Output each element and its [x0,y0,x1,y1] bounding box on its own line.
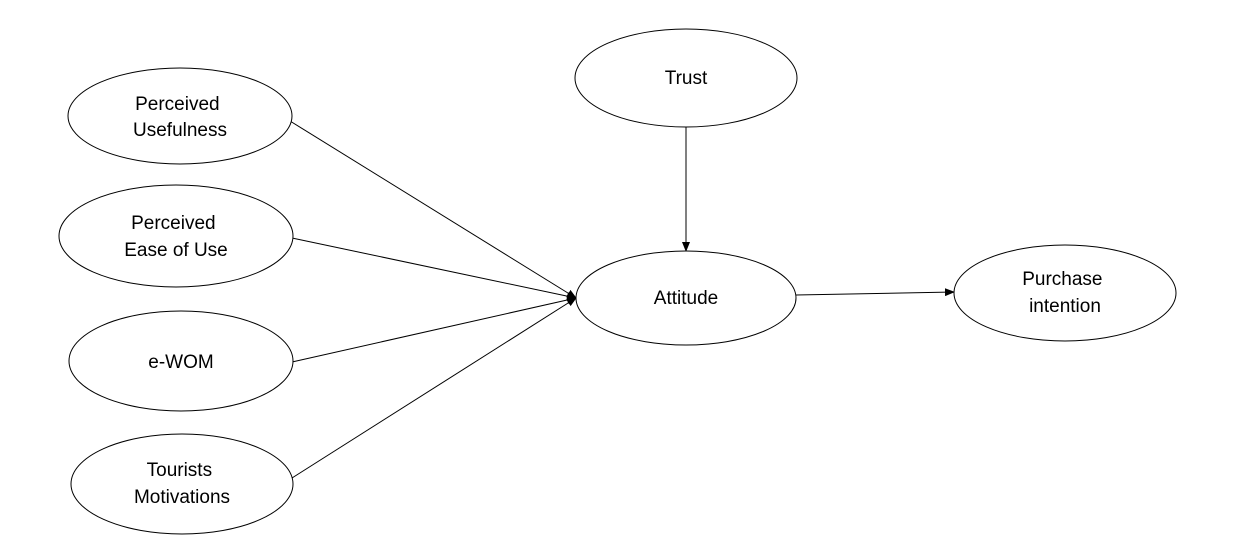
svg-text:Tourists Motivations: Tourists Motivations [134,460,230,508]
node-ewom-line-1: e-WOM [148,352,213,373]
edge-tourists-motivations-to-attitude [291,297,577,479]
node-perceived-ease-of-use-line-2: Ease of Use [124,240,228,261]
node-tourists-motivations-ellipse [70,433,294,535]
node-perceived-ease-of-use: Perceived Ease of Use [58,184,294,288]
node-perceived-usefulness-ellipse [67,67,293,165]
node-attitude: Attitude [575,250,797,346]
node-perceived-usefulness: Perceived Usefulness [67,67,293,165]
edge-perceived-ease-of-use-to-attitude [291,237,577,301]
node-perceived-ease-of-use-line-1: Perceived [131,213,216,234]
svg-text:Perceived Ease of Use: Perceived Ease of Use [124,213,228,261]
node-purchase-intention-line-2: intention [1029,296,1101,317]
node-attitude-line-1: Attitude [654,288,718,309]
node-perceived-usefulness-line-1: Perceived [135,94,220,115]
edge-attitude-to-purchase-intention [795,288,955,297]
node-attitude-ellipse [575,250,797,346]
node-tourists-motivations: Tourists Motivations [70,433,294,535]
node-trust-ellipse [574,28,798,128]
node-purchase-intention: Purchase intention [953,244,1177,342]
svg-text:Perceived Usefulness: Perceived Usefulness [133,94,227,141]
node-tourists-motivations-line-2: Motivations [134,487,230,508]
node-purchase-intention-ellipse [953,244,1177,342]
node-trust: Trust [574,28,798,128]
edge-ewom-to-attitude [291,296,577,363]
edges [289,120,955,479]
edge-perceived-usefulness-to-attitude [289,120,577,299]
node-trust-line-1: Trust [665,68,708,89]
node-ewom-ellipse [68,310,294,412]
svg-text:Trust: Trust [665,68,708,89]
svg-text:e-WOM: e-WOM [148,352,213,373]
svg-text:Attitude: Attitude [654,288,718,309]
node-perceived-ease-of-use-ellipse [58,184,294,288]
svg-text:Purchase intention: Purchase intention [1022,269,1108,317]
node-ewom: e-WOM [68,310,294,412]
node-perceived-usefulness-line-2: Usefulness [133,120,227,141]
node-purchase-intention-line-1: Purchase [1022,269,1102,290]
node-tourists-motivations-line-1: Tourists [147,460,212,481]
